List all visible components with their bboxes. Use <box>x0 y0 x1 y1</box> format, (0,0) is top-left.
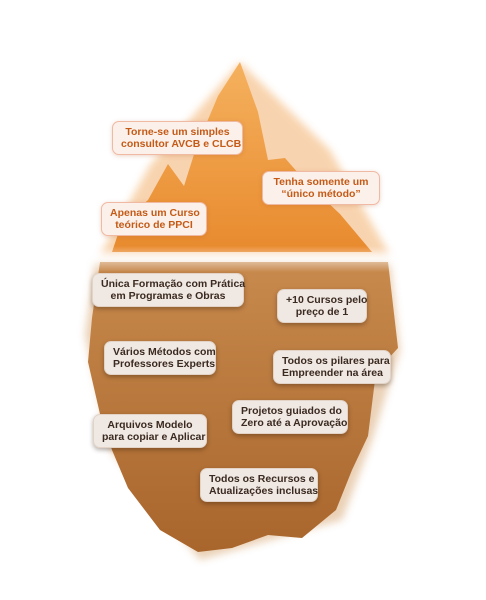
base-label-projetos-guiados: Projetos guiados do Zero até a Aprovação <box>232 400 348 434</box>
base-label-dez-cursos: +10 Cursos pelo preço de 1 <box>277 289 367 323</box>
base-label-varios-metodos: Vários Métodos com Professores Experts <box>104 341 216 375</box>
base-label-arquivos-modelo: Arquivos Modelo para copiar e Aplicar <box>93 414 207 448</box>
water-line <box>0 246 486 272</box>
tip-label-consultor: Torne-se um simples consultor AVCB e CLC… <box>112 121 243 155</box>
base-label-recursos: Todos os Recursos e Atualizações inclusa… <box>200 468 318 502</box>
tip-label-metodo: Tenha somente um “único método” <box>262 171 380 205</box>
tip-label-curso-teorico: Apenas um Curso teórico de PPCI <box>101 202 207 236</box>
base-label-pilares: Todos os pilares para Empreender na área <box>273 350 391 384</box>
base-label-formacao-pratica: Única Formação com Prática em Programas … <box>92 273 245 307</box>
